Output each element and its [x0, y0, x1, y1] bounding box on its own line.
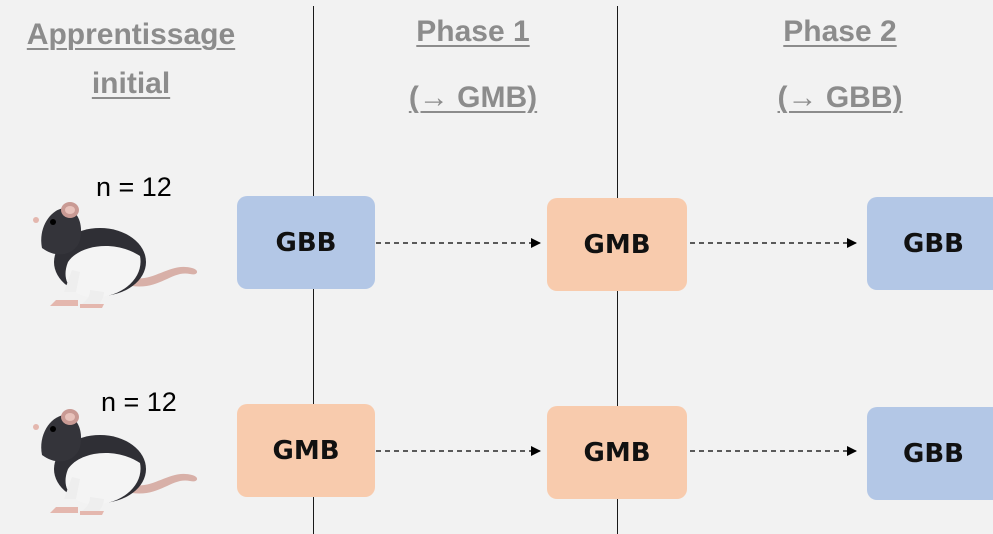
header-phase1-line1: Phase 1	[416, 15, 530, 48]
group-1-phase1-box: GMB	[547, 198, 687, 291]
group-2-initial-box: GMB	[237, 404, 375, 497]
group-2-count: n = 12	[101, 387, 177, 417]
header-initial-line1: Apprentissage	[26, 18, 236, 51]
rat-icon	[33, 202, 198, 308]
header-phase-1: Phase 1 (→ GMB)	[363, 7, 583, 122]
header-phase2-line2: (→ GBB)	[777, 81, 903, 114]
group-1-phase2-box: GBB	[867, 197, 993, 290]
rat-icon	[33, 409, 198, 515]
group-1-count: n = 12	[96, 172, 172, 202]
header-initial-line2: initial	[91, 67, 171, 100]
header-phase1-line2: (→ GMB)	[408, 81, 538, 114]
group-1-initial-box: GBB	[237, 196, 375, 289]
group-2-phase2-box: GBB	[867, 407, 993, 500]
group-2-phase1-box: GMB	[547, 406, 687, 499]
header-initial-training: Apprentissage initial	[0, 10, 262, 108]
header-phase-2: Phase 2 (→ GBB)	[730, 7, 950, 122]
header-phase2-line1: Phase 2	[783, 15, 897, 48]
